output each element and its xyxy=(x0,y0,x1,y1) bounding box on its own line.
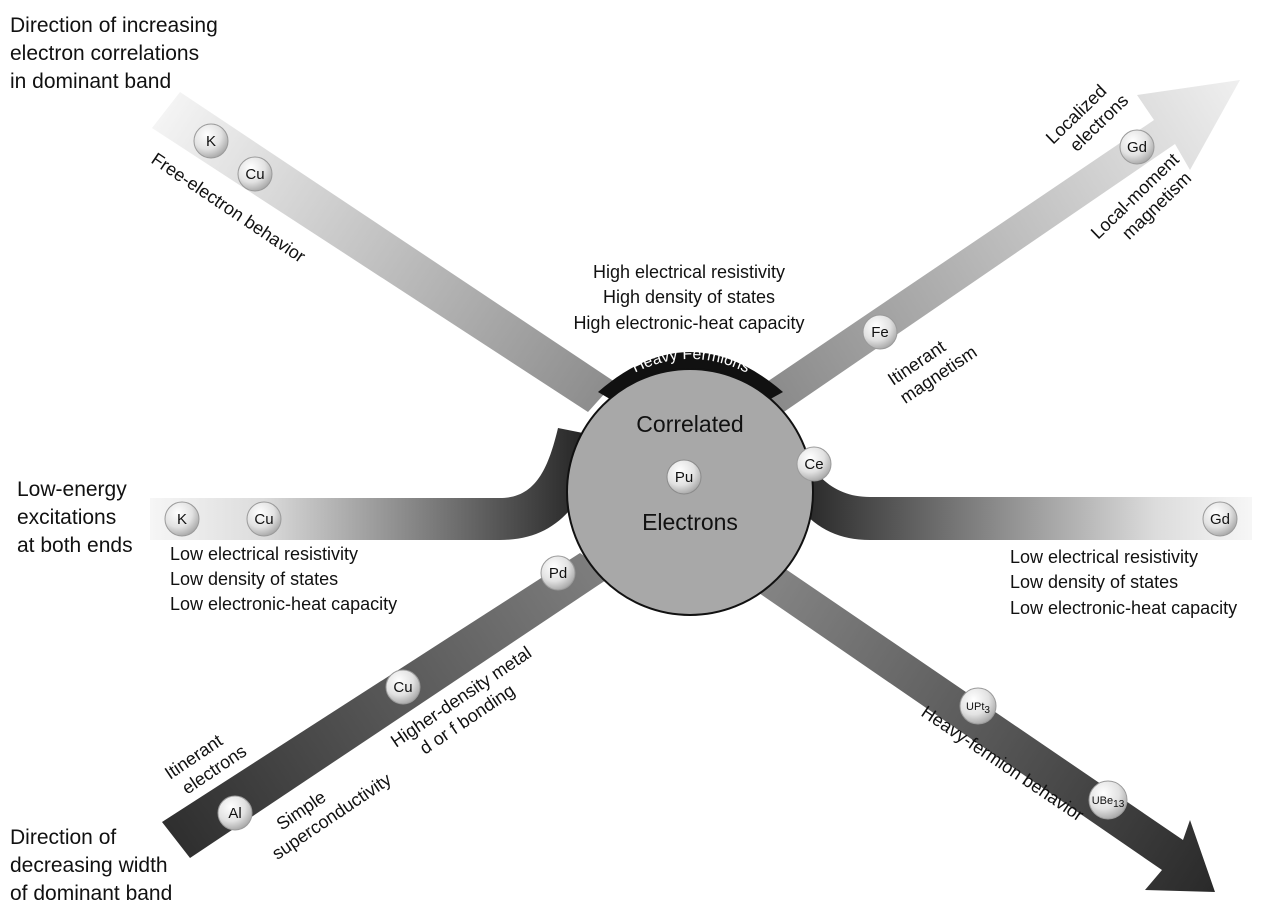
element-ball-upt3: UPt3 xyxy=(959,687,997,725)
svg-text:Low density of states: Low density of states xyxy=(170,569,338,589)
svg-text:Low electrical resistivity: Low electrical resistivity xyxy=(1010,547,1198,567)
svg-text:at both ends: at both ends xyxy=(17,534,133,557)
svg-text:Low density of states: Low density of states xyxy=(1010,572,1178,592)
left-excitations-label: Low-energy excitations at both ends xyxy=(17,478,133,557)
center-title-line2: Electrons xyxy=(642,509,738,535)
right-properties: Low electrical resistivity Low density o… xyxy=(1010,547,1237,618)
svg-text:Direction of: Direction of xyxy=(10,826,116,849)
left-properties: Low electrical resistivity Low density o… xyxy=(170,544,397,614)
element-ball-k-left: K xyxy=(164,501,200,537)
left-band xyxy=(150,428,608,540)
element-ball-ce: Ce xyxy=(796,446,832,482)
itinerant-magnetism-label: Itinerant magnetism xyxy=(884,336,980,407)
svg-text:Fe: Fe xyxy=(871,324,889,341)
element-ball-pd: Pd xyxy=(540,555,576,591)
svg-text:High electrical resistivity: High electrical resistivity xyxy=(593,262,785,282)
svg-text:Cu: Cu xyxy=(393,679,412,696)
svg-text:excitations: excitations xyxy=(17,506,116,529)
element-ball-gd-right: Gd xyxy=(1202,501,1238,537)
svg-text:Ce: Ce xyxy=(804,456,823,473)
element-ball-fe: Fe xyxy=(862,314,898,350)
svg-text:Pu: Pu xyxy=(675,469,693,486)
svg-text:Cu: Cu xyxy=(254,511,273,528)
element-ball-cu-lower: Cu xyxy=(385,669,421,705)
svg-text:UPt3: UPt3 xyxy=(966,701,990,716)
svg-text:Pd: Pd xyxy=(549,565,567,582)
lower-left-arrow xyxy=(162,553,612,858)
svg-text:decreasing width: decreasing width xyxy=(10,854,168,877)
element-ball-k-upper: K xyxy=(193,123,229,159)
svg-text:Low electronic-heat capacity: Low electronic-heat capacity xyxy=(170,594,397,614)
svg-text:High electronic-heat capacity: High electronic-heat capacity xyxy=(573,313,804,333)
element-ball-gd-upper: Gd xyxy=(1119,129,1155,165)
element-ball-al: Al xyxy=(217,795,253,831)
svg-text:Gd: Gd xyxy=(1210,511,1230,528)
upper-right-arrow xyxy=(752,80,1240,418)
element-ball-ube13: UBe13 xyxy=(1088,780,1128,820)
element-ball-cu-left: Cu xyxy=(246,501,282,537)
top-left-direction-label: Direction of increasing electron correla… xyxy=(10,14,218,93)
svg-text:Direction of increasing: Direction of increasing xyxy=(10,14,218,37)
svg-text:in dominant band: in dominant band xyxy=(10,70,171,93)
svg-text:Low electronic-heat capacity: Low electronic-heat capacity xyxy=(1010,598,1237,618)
heavy-fermions-arc xyxy=(598,352,783,402)
svg-text:Cu: Cu xyxy=(245,166,264,183)
right-band xyxy=(770,430,1252,540)
element-ball-cu-upper: Cu xyxy=(237,156,273,192)
svg-text:High density of states: High density of states xyxy=(603,287,775,307)
svg-text:Low-energy: Low-energy xyxy=(17,478,127,501)
svg-text:electron correlations: electron correlations xyxy=(10,42,199,65)
svg-text:UBe13: UBe13 xyxy=(1092,795,1125,810)
element-ball-pu: Pu xyxy=(666,459,702,495)
svg-text:K: K xyxy=(177,511,187,528)
svg-text:Gd: Gd xyxy=(1127,139,1147,156)
svg-text:Al: Al xyxy=(228,805,241,822)
svg-text:of dominant band: of dominant band xyxy=(10,882,172,905)
center-title-line1: Correlated xyxy=(636,411,743,437)
top-properties: High electrical resistivity High density… xyxy=(573,262,804,333)
svg-text:Low electrical resistivity: Low electrical resistivity xyxy=(170,544,358,564)
bottom-left-direction-label: Direction of decreasing width of dominan… xyxy=(10,826,172,905)
svg-text:K: K xyxy=(206,133,216,150)
